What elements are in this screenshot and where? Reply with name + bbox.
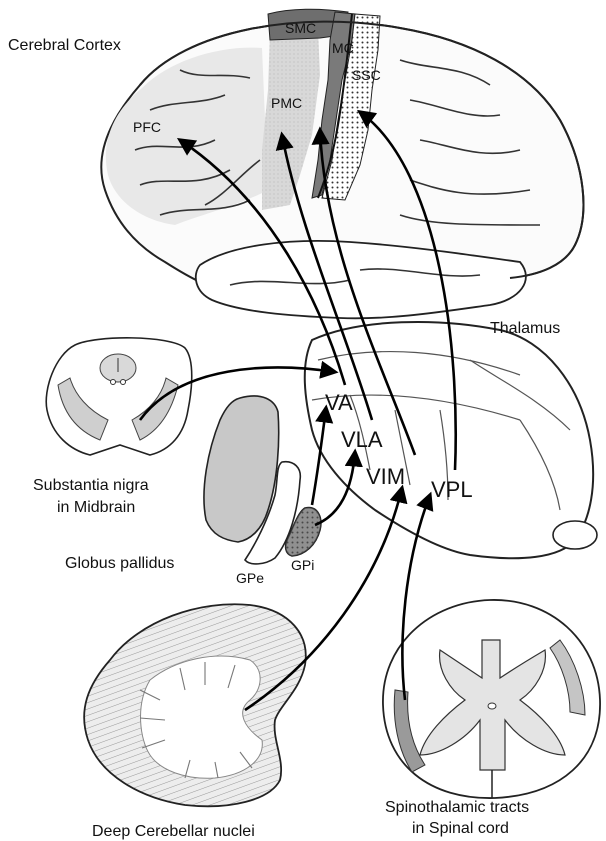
pulvinar-bulge bbox=[553, 521, 597, 549]
label-gpe: GPe bbox=[236, 570, 264, 586]
label-pmc: PMC bbox=[271, 95, 302, 111]
spinal-cord-drawing bbox=[383, 600, 600, 798]
label-va: VA bbox=[325, 390, 353, 415]
pfc-area bbox=[106, 48, 268, 225]
cerebellum-drawing bbox=[84, 604, 306, 806]
label-spinothalamic-1: Spinothalamic tracts bbox=[385, 799, 529, 816]
label-thalamus: Thalamus bbox=[490, 320, 560, 337]
label-substantia-nigra-2: in Midbrain bbox=[57, 499, 135, 516]
label-smc: SMC bbox=[285, 20, 316, 36]
label-vla: VLA bbox=[341, 427, 383, 452]
label-pfc: PFC bbox=[133, 119, 161, 135]
label-vim: VIM bbox=[366, 464, 405, 489]
label-gpi: GPi bbox=[291, 557, 314, 573]
label-mc: MC bbox=[332, 40, 354, 56]
label-deep-cerebellar: Deep Cerebellar nuclei bbox=[92, 823, 255, 840]
label-globus-pallidus: Globus pallidus bbox=[65, 555, 174, 572]
label-spinothalamic-2: in Spinal cord bbox=[412, 820, 509, 837]
label-ssc: SSC bbox=[352, 67, 381, 83]
label-substantia-nigra-1: Substantia nigra bbox=[33, 477, 149, 494]
label-cerebral-cortex: Cerebral Cortex bbox=[8, 37, 121, 54]
globus-pallidus-drawing bbox=[204, 396, 321, 564]
midbrain-drawing bbox=[46, 338, 192, 455]
label-vpl: VPL bbox=[431, 477, 473, 502]
